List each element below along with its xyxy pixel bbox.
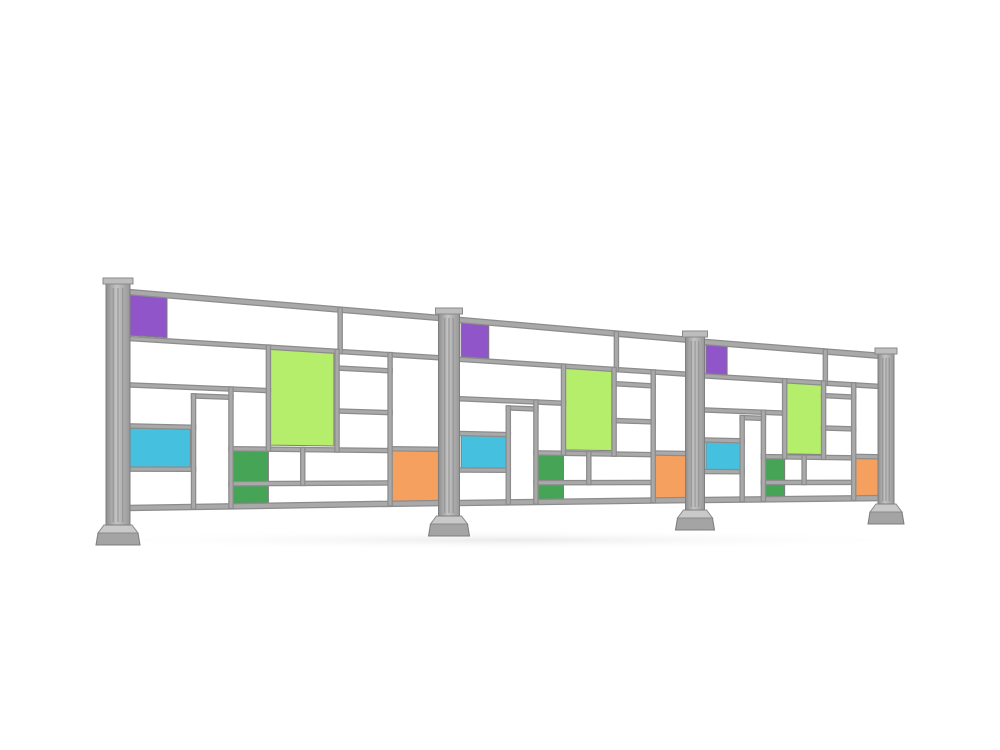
purple-pane [129, 293, 168, 339]
post-cap [102, 277, 134, 285]
rail [612, 382, 655, 388]
post-base [95, 532, 141, 546]
fence-panel [701, 338, 886, 504]
fence-panel [456, 316, 694, 507]
rail [534, 451, 655, 457]
rail [703, 438, 744, 443]
fence-panels [124, 288, 886, 512]
post-cap [874, 347, 898, 355]
top-rail [457, 317, 693, 343]
post-cap [435, 307, 463, 315]
green-pane [536, 454, 564, 500]
post-base [674, 517, 716, 531]
orange-pane [653, 454, 690, 501]
rail [506, 406, 538, 411]
post-cap [682, 330, 708, 338]
rail [822, 426, 856, 431]
fence-post [95, 277, 141, 546]
rail [651, 451, 692, 456]
lime-pane [785, 381, 823, 455]
orange-pane [391, 450, 439, 504]
top-rail [702, 339, 885, 359]
bottom-rail [125, 500, 443, 511]
fence-post [867, 347, 905, 525]
purple-pane [460, 321, 490, 360]
post-base [427, 523, 471, 537]
fence-panel [124, 288, 444, 512]
fence-posts [95, 277, 905, 546]
rail [703, 408, 787, 415]
rail [388, 447, 442, 451]
green-pane [232, 450, 269, 504]
rail [229, 447, 392, 453]
rail [458, 397, 566, 405]
purple-pane [705, 343, 728, 376]
post-base-top [429, 515, 469, 525]
lime-pane [564, 367, 613, 452]
rail [191, 394, 233, 399]
post-base [867, 511, 905, 525]
ground-shadow [75, 530, 935, 550]
orange-pane [854, 457, 882, 499]
post-base-top [97, 524, 139, 534]
rail [229, 481, 392, 486]
top-rail [125, 289, 443, 321]
cyan-pane [705, 441, 741, 471]
rail [126, 424, 196, 429]
rail [335, 409, 392, 415]
post-base-top [869, 503, 903, 513]
cyan-pane [460, 434, 507, 470]
rail [761, 455, 856, 460]
rail [126, 383, 270, 393]
rail [612, 418, 655, 424]
fence-post [427, 307, 471, 537]
fence-post [674, 330, 716, 531]
lime-pane [269, 348, 335, 447]
rail [822, 393, 856, 399]
green-pane [763, 457, 786, 498]
rail [458, 431, 510, 437]
cyan-pane [129, 427, 191, 468]
rail [740, 416, 765, 420]
rail [335, 366, 392, 373]
post-base-top [676, 509, 714, 519]
